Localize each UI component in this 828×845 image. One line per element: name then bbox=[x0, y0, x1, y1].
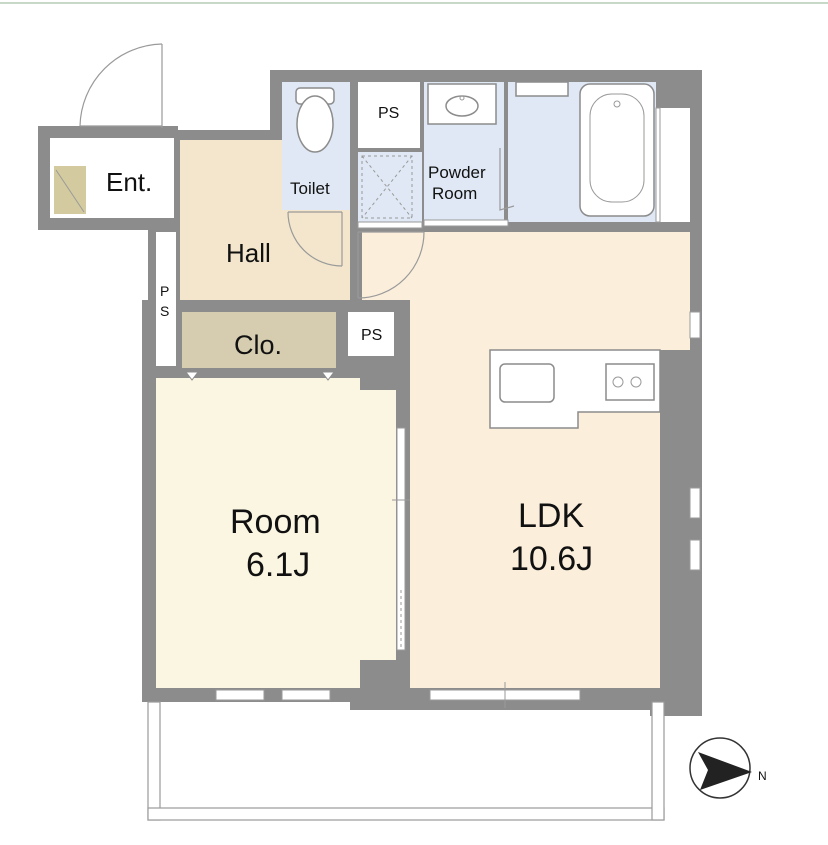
entrance-label: Ent. bbox=[106, 167, 152, 197]
compass-north-label: N bbox=[758, 769, 767, 783]
closet-label: Clo. bbox=[234, 330, 282, 360]
ldk-floor bbox=[362, 232, 690, 660]
room-floor bbox=[156, 378, 396, 688]
powder-room-label-line2: Room bbox=[432, 184, 477, 203]
stove-icon bbox=[605, 363, 655, 401]
washer-area-floor bbox=[358, 152, 422, 222]
hall-label: Hall bbox=[226, 238, 271, 268]
ldk-floor-south bbox=[410, 650, 660, 688]
utility-niche bbox=[656, 108, 690, 222]
toilet-label: Toilet bbox=[290, 179, 330, 198]
washer-partition bbox=[357, 221, 423, 229]
ps-mid-label: PS bbox=[361, 327, 382, 344]
ldk-door-icon bbox=[357, 231, 425, 299]
ldk-name-label: LDK bbox=[518, 497, 584, 535]
ps-top-shaft bbox=[358, 82, 420, 148]
room-name-label: Room bbox=[230, 503, 321, 541]
shoe-cabinet-diagonal bbox=[55, 169, 85, 213]
column bbox=[360, 360, 400, 390]
balcony bbox=[147, 701, 665, 821]
shoe-cabinet bbox=[54, 166, 86, 214]
kitchen-counter bbox=[489, 349, 661, 429]
bathtub-icon bbox=[579, 83, 655, 217]
bath-door-icon bbox=[499, 148, 515, 211]
powder-room-label-line1: Powder bbox=[428, 163, 486, 182]
ps-side-label-s: S bbox=[160, 303, 169, 319]
toilet-icon bbox=[295, 87, 335, 153]
washbasin-icon bbox=[427, 83, 497, 125]
ldk-size-label: 10.6J bbox=[510, 540, 593, 578]
ps-top-label: PS bbox=[378, 105, 399, 122]
powder-sliding-door bbox=[423, 219, 509, 227]
closet-floor bbox=[182, 312, 336, 368]
toilet-door-icon bbox=[287, 211, 343, 267]
ps-side-shaft bbox=[156, 232, 176, 366]
room-sliding-partition bbox=[392, 427, 410, 651]
sink-icon bbox=[499, 363, 555, 403]
room-size-label: 6.1J bbox=[246, 546, 310, 584]
washing-machine-pan-icon bbox=[361, 155, 413, 219]
north-compass-icon: N bbox=[689, 737, 767, 799]
entrance-door-icon bbox=[79, 43, 163, 128]
column-south bbox=[360, 660, 410, 700]
bath-shelf bbox=[515, 81, 569, 97]
ps-mid-shaft bbox=[348, 312, 394, 356]
ps-side-label-p: P bbox=[160, 283, 169, 299]
closet-doors bbox=[185, 368, 335, 381]
